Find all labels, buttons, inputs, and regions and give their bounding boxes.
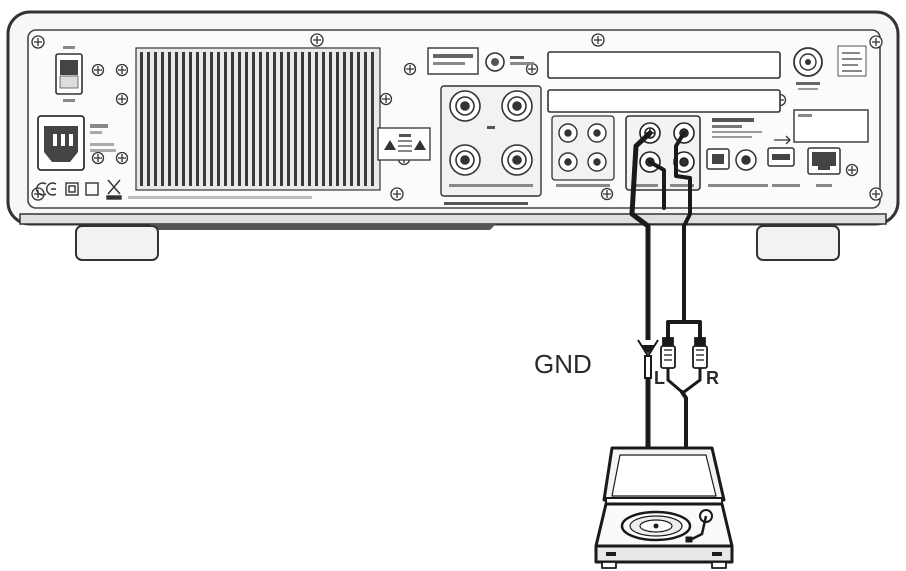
screw-icon bbox=[591, 33, 605, 47]
speaker-binding-post-icon bbox=[501, 144, 533, 176]
right-channel-cable bbox=[674, 131, 692, 318]
vent-fin bbox=[322, 52, 325, 186]
ground-spade-icon bbox=[637, 339, 659, 379]
screw-icon bbox=[379, 92, 393, 106]
vent-fin bbox=[238, 52, 241, 186]
power-switch-icon bbox=[55, 46, 83, 102]
vent-fin bbox=[196, 52, 199, 186]
dab-antenna-connector-icon bbox=[793, 45, 867, 90]
rating-text-strip bbox=[128, 196, 312, 199]
screw-icon bbox=[390, 187, 404, 201]
vent-fin bbox=[217, 52, 220, 186]
screw-icon bbox=[310, 33, 324, 47]
ground-wire bbox=[629, 130, 653, 349]
screw-icon bbox=[525, 62, 539, 76]
vent-fin bbox=[175, 52, 178, 186]
vent-fin bbox=[357, 52, 360, 186]
screw-icon bbox=[600, 187, 614, 201]
underside-shadow bbox=[150, 224, 496, 230]
vent-fin bbox=[308, 52, 311, 186]
chassis-base bbox=[19, 213, 887, 225]
ground-label: GND bbox=[534, 349, 592, 379]
card-slot-upper bbox=[547, 51, 781, 79]
turntable-icon bbox=[594, 446, 734, 569]
vent-fin bbox=[252, 52, 255, 186]
screw-icon bbox=[31, 35, 45, 49]
screw-icon bbox=[869, 187, 883, 201]
vent-fin bbox=[182, 52, 185, 186]
screw-icon bbox=[31, 187, 45, 201]
vent-fin bbox=[147, 52, 150, 186]
vent-fin bbox=[210, 52, 213, 186]
antenna-connector-icon bbox=[485, 52, 534, 72]
vent-fin bbox=[336, 52, 339, 186]
vent-fin bbox=[364, 52, 367, 186]
amplifier-rear-panel bbox=[6, 10, 900, 261]
turntable-front bbox=[594, 544, 734, 564]
vent-fin bbox=[224, 52, 227, 186]
vent-fin bbox=[140, 52, 143, 186]
screw-icon bbox=[91, 63, 105, 77]
info-label-area bbox=[712, 109, 869, 143]
vent-fin bbox=[371, 52, 374, 186]
vent-fin bbox=[350, 52, 353, 186]
vent-fin bbox=[287, 52, 290, 186]
rca-plug-left-icon bbox=[660, 337, 683, 394]
vent-fin bbox=[161, 52, 164, 186]
optical-port-icon bbox=[706, 148, 730, 170]
rca-plug-right-icon bbox=[683, 337, 708, 394]
vent-fin bbox=[203, 52, 206, 186]
speaker-binding-post-icon bbox=[501, 90, 533, 122]
rca-jack-icon bbox=[558, 123, 607, 172]
speaker-binding-post-icon bbox=[449, 144, 481, 176]
vent-fin bbox=[329, 52, 332, 186]
vent-fin bbox=[154, 52, 157, 186]
speaker-terminals bbox=[440, 85, 542, 197]
screw-icon bbox=[115, 92, 129, 106]
tonearm bbox=[689, 515, 708, 542]
aux-input-jacks bbox=[551, 115, 615, 187]
rca-split bbox=[666, 314, 702, 340]
warning-label bbox=[377, 127, 431, 161]
vent-fin bbox=[273, 52, 276, 186]
card-slot-lower bbox=[547, 89, 781, 113]
vent-fin bbox=[266, 52, 269, 186]
usb-port-icon bbox=[767, 135, 795, 167]
screw-icon bbox=[91, 151, 105, 165]
regulatory-marks bbox=[36, 179, 122, 200]
vent-fin bbox=[301, 52, 304, 186]
vent-fin bbox=[189, 52, 192, 186]
heatsink-vents bbox=[135, 47, 381, 191]
foot-left bbox=[75, 225, 159, 261]
connection-cables bbox=[629, 130, 702, 451]
vent-fin bbox=[231, 52, 234, 186]
vent-fin bbox=[315, 52, 318, 186]
turntable-lead bbox=[680, 390, 688, 450]
screw-icon bbox=[115, 151, 129, 165]
vent-fin bbox=[245, 52, 248, 186]
screw-icon bbox=[845, 163, 859, 177]
left-channel-cable bbox=[648, 160, 666, 210]
vent-fin bbox=[343, 52, 346, 186]
right-channel-label: R bbox=[706, 368, 719, 388]
vent-fin bbox=[259, 52, 262, 186]
left-channel-label: L bbox=[654, 368, 665, 388]
vent-fin bbox=[280, 52, 283, 186]
screw-icon bbox=[403, 62, 417, 76]
foot-right bbox=[756, 225, 840, 261]
screw-icon bbox=[115, 63, 129, 77]
digital-io bbox=[706, 135, 841, 187]
rca-jack-icon bbox=[735, 149, 757, 171]
model-name-strip bbox=[444, 202, 528, 205]
iec-power-inlet-icon bbox=[37, 115, 116, 171]
speaker-binding-post-icon bbox=[449, 90, 481, 122]
vent-fin bbox=[168, 52, 171, 186]
screw-icon bbox=[869, 35, 883, 49]
ethernet-port-icon bbox=[807, 147, 841, 175]
model-label-plate bbox=[427, 47, 479, 75]
vent-fin bbox=[294, 52, 297, 186]
